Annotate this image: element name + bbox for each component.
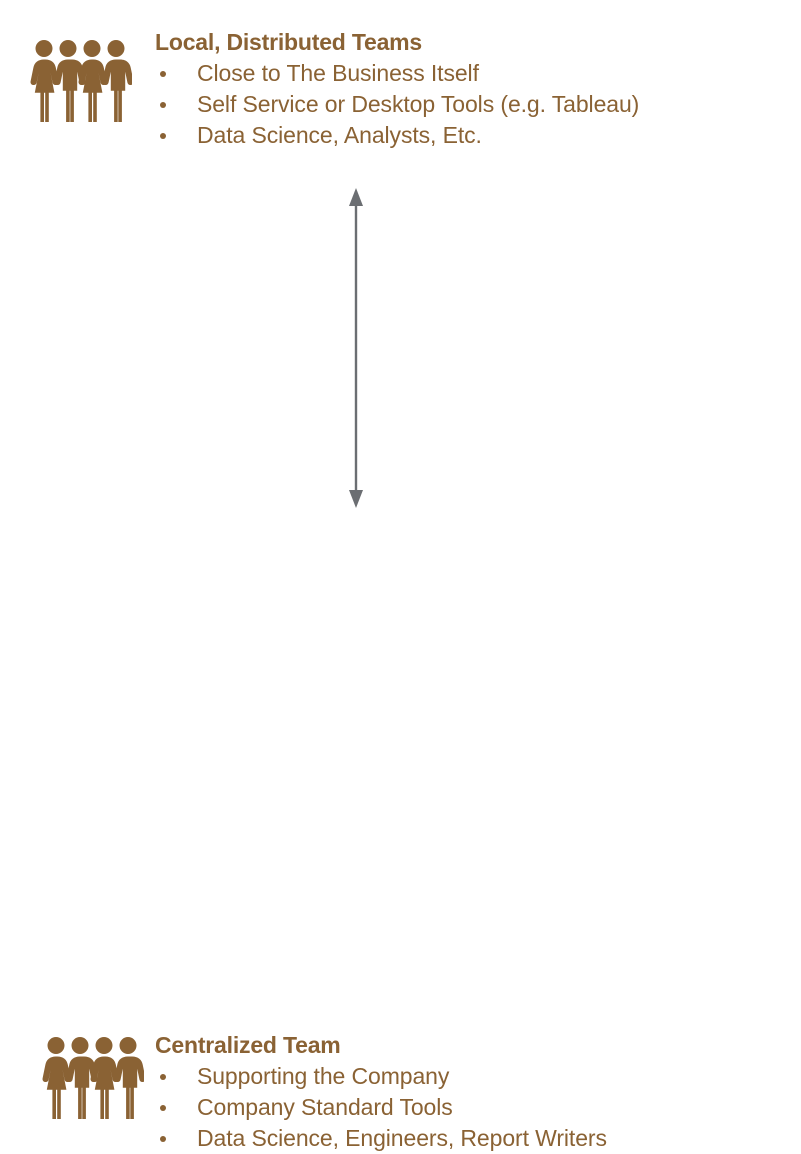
list-item: Supporting the Company xyxy=(155,1061,801,1092)
list-item-label: Self Service or Desktop Tools (e.g. Tabl… xyxy=(197,91,640,117)
group-title-local: Local, Distributed Teams xyxy=(155,29,422,55)
list-item: Company Standard Tools xyxy=(155,1092,801,1123)
list-item-label: Company Standard Tools xyxy=(197,1094,453,1120)
people-group-icon xyxy=(28,38,132,122)
list-item: Close to The Business Itself xyxy=(155,58,801,89)
bullet-dot-icon xyxy=(160,133,166,139)
bullet-dot-icon xyxy=(160,71,166,77)
list-item: Self Service or Desktop Tools (e.g. Tabl… xyxy=(155,89,801,120)
group-centralized-team: Centralized Team Supporting the Company … xyxy=(0,500,801,1151)
list-item-label: Supporting the Company xyxy=(197,1063,450,1089)
double-headed-vertical-arrow-icon xyxy=(336,186,376,510)
text-block-central: Centralized Team Supporting the Company … xyxy=(155,1031,801,1154)
bullet-list-local: Close to The Business Itself Self Servic… xyxy=(155,58,801,151)
group-local-distributed-teams: Local, Distributed Teams Close to The Bu… xyxy=(0,0,801,190)
list-item-label: Close to The Business Itself xyxy=(197,60,479,86)
list-item: Data Science, Engineers, Report Writers xyxy=(155,1123,801,1154)
list-item-label: Data Science, Engineers, Report Writers xyxy=(197,1125,607,1151)
bullet-dot-icon xyxy=(160,102,166,108)
bullet-dot-icon xyxy=(160,1136,166,1142)
list-item-label: Data Science, Analysts, Etc. xyxy=(197,122,482,148)
bullet-dot-icon xyxy=(160,1074,166,1080)
people-group-icon xyxy=(40,1035,144,1119)
bullet-dot-icon xyxy=(160,1105,166,1111)
bullet-list-central: Supporting the Company Company Standard … xyxy=(155,1061,801,1154)
text-block-local: Local, Distributed Teams Close to The Bu… xyxy=(155,28,801,151)
group-title-central: Centralized Team xyxy=(155,1032,341,1058)
list-item: Data Science, Analysts, Etc. xyxy=(155,120,801,151)
